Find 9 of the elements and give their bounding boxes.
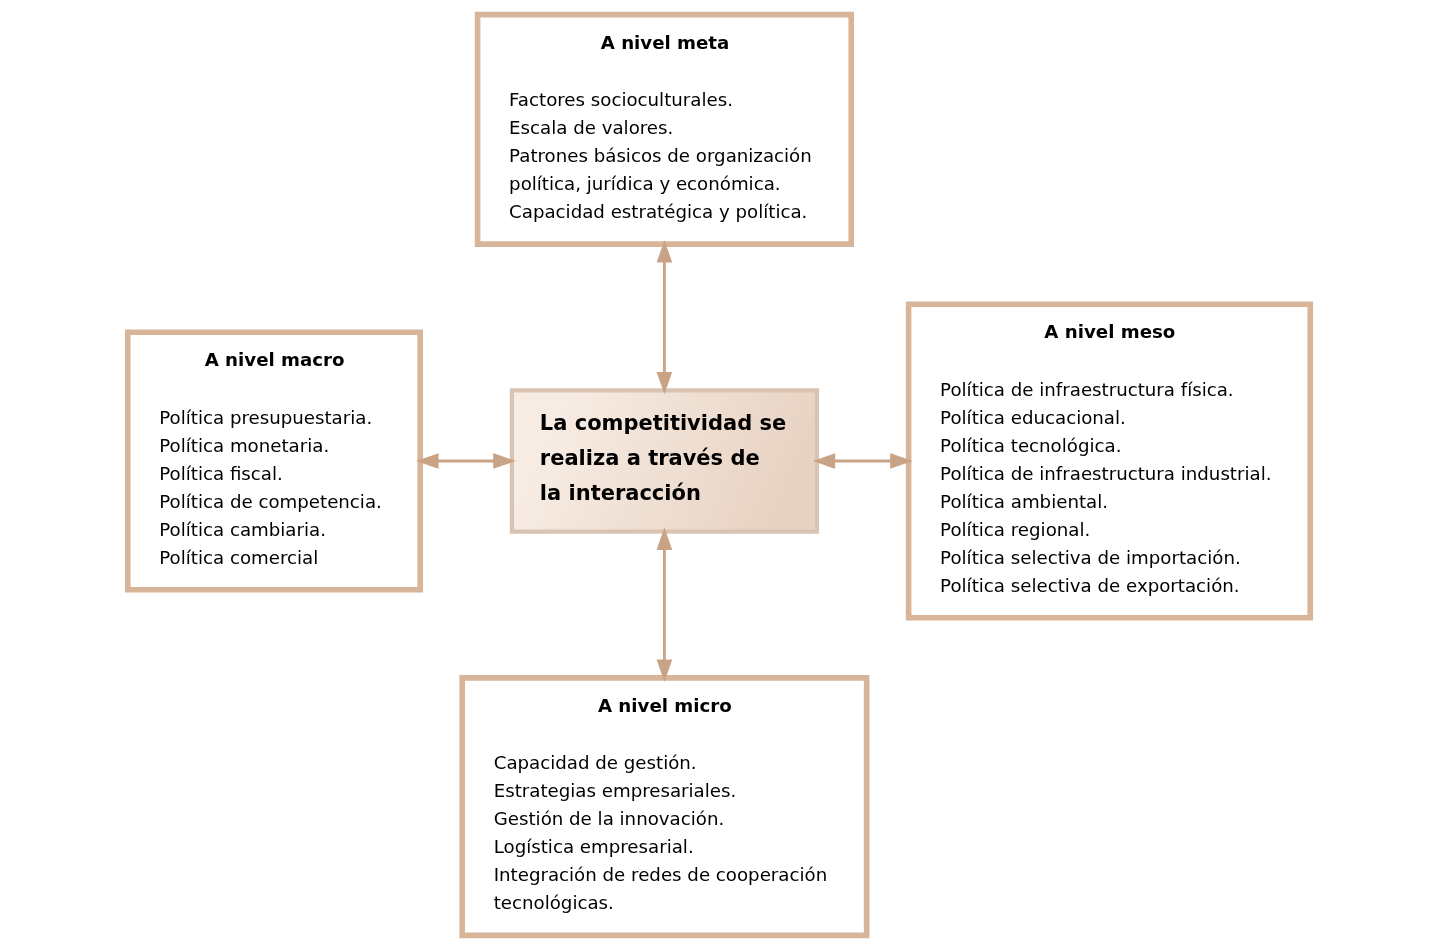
- node-box: A nivel meso Política de infraestructura física. Política educacional. Política tecnológica. Política de infraestructura industrial. Política ambiental. Política regional. Política selectiva de importación. Política selectiva de exportación.: [905, 300, 1313, 621]
- node-box: La competitividad se realiza a través de la interacción: [509, 387, 819, 534]
- node-box: A nivel meta Factores socioculturales. Escala de valores. Patrones básicos de organización política, jurídica y económica. Capacidad estratégica y política.: [474, 11, 854, 247]
- node-box: A nivel micro Capacidad de gestión. Estrategias empresariales. Gestión de la innovación. Logística empresarial. Integración de redes de cooperación tecnológicas.: [458, 674, 869, 938]
- arrow: [812, 452, 913, 469]
- node-box: A nivel macro Política presupuestaria. Política monetaria. Política fiscal. Política de competencia. Política cambiaria. Política comercial: [124, 328, 423, 593]
- arrow: [656, 239, 672, 394]
- arrow: [656, 527, 672, 682]
- arrow: [415, 452, 516, 469]
